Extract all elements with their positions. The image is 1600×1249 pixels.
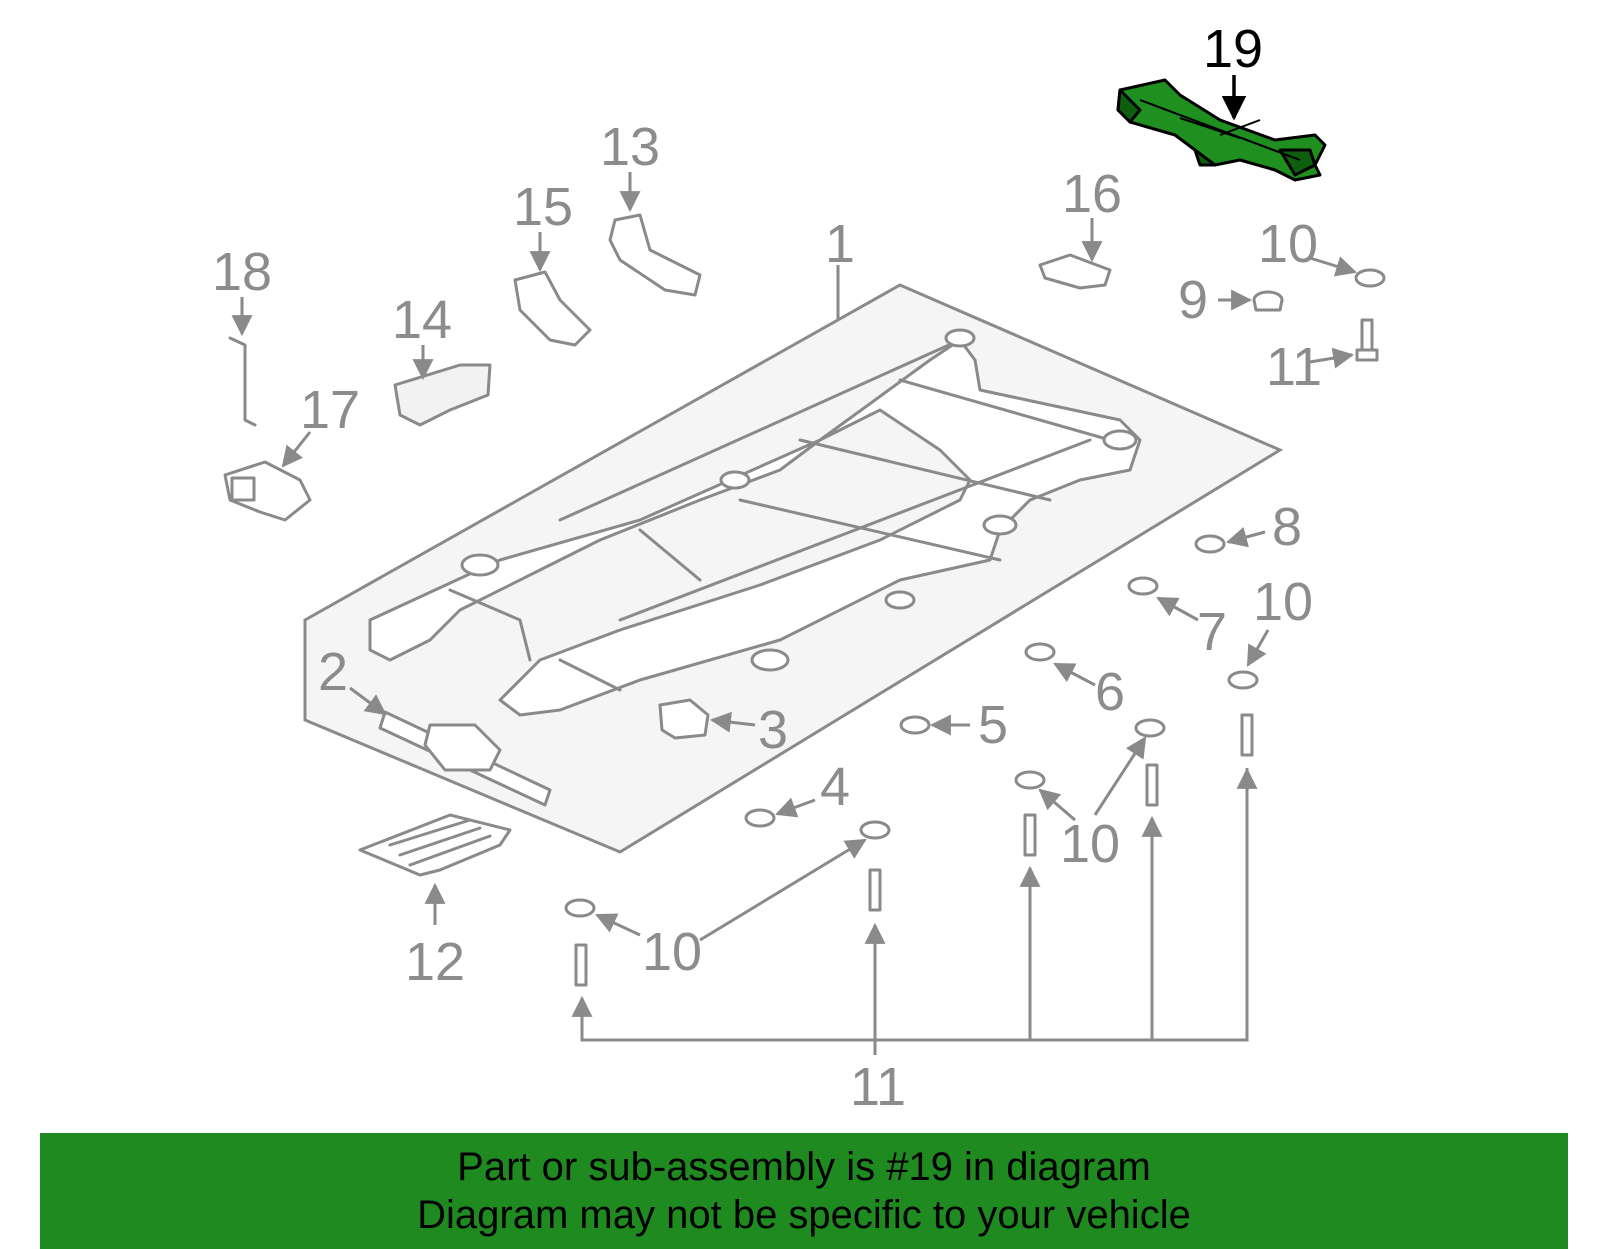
callout-8: 8 — [1272, 497, 1302, 557]
callout-15: 15 — [513, 177, 573, 237]
callout-10-bottom: 10 — [642, 922, 702, 982]
part-17-mount — [223, 431, 312, 522]
callout-16: 16 — [1062, 164, 1122, 224]
callout-1: 1 — [825, 214, 855, 274]
fastener-6-washer — [1024, 642, 1096, 687]
fastener-10-washers — [564, 629, 1270, 942]
callout-9: 9 — [1178, 270, 1208, 330]
callout-10-top: 10 — [1258, 214, 1318, 274]
fastener-8-washer — [1194, 526, 1266, 554]
callout-10-middle: 10 — [1060, 814, 1120, 874]
fastener-11-bolts — [571, 713, 1258, 1055]
callout-5: 5 — [978, 695, 1008, 755]
fastener-7-washer — [1127, 576, 1199, 622]
fastener-4-washer — [744, 797, 816, 828]
callout-19[interactable]: 19 — [1203, 19, 1263, 79]
callout-7: 7 — [1197, 602, 1227, 662]
part-12-skid-plate — [358, 813, 512, 925]
part-13-bracket — [608, 172, 702, 297]
frame-rails — [368, 328, 1142, 717]
fastener-5-washer — [899, 714, 970, 736]
callout-13: 13 — [600, 117, 660, 177]
banner-line-2: Diagram may not be specific to your vehi… — [417, 1193, 1191, 1237]
fastener-10-washer-top — [1309, 256, 1386, 288]
callout-17: 17 — [300, 380, 360, 440]
fastener-9-washer — [1218, 289, 1284, 312]
callout-18: 18 — [212, 242, 272, 302]
part-2-tube — [349, 686, 552, 807]
fastener-11-bolt-top — [1309, 318, 1379, 369]
part-16-bracket — [1038, 218, 1112, 290]
info-banner: Part or sub-assembly is #19 in diagram D… — [40, 1133, 1568, 1249]
banner-line-1: Part or sub-assembly is #19 in diagram — [457, 1145, 1151, 1189]
callout-10-right: 10 — [1253, 572, 1313, 632]
part-3-bracket — [658, 698, 756, 740]
callout-6: 6 — [1095, 662, 1125, 722]
callout-2: 2 — [318, 642, 348, 702]
part-18-rod — [228, 297, 257, 427]
callout-4: 4 — [820, 757, 850, 817]
callout-12: 12 — [405, 932, 465, 992]
callout-3: 3 — [758, 700, 788, 760]
callout-11-bottom: 11 — [850, 1057, 906, 1117]
callout-11-top: 11 — [1266, 337, 1322, 397]
part-14-mount — [393, 345, 492, 427]
part-15-bracket — [513, 232, 592, 347]
part-19-crossmember[interactable] — [1116, 75, 1327, 182]
callout-14: 14 — [392, 290, 452, 350]
